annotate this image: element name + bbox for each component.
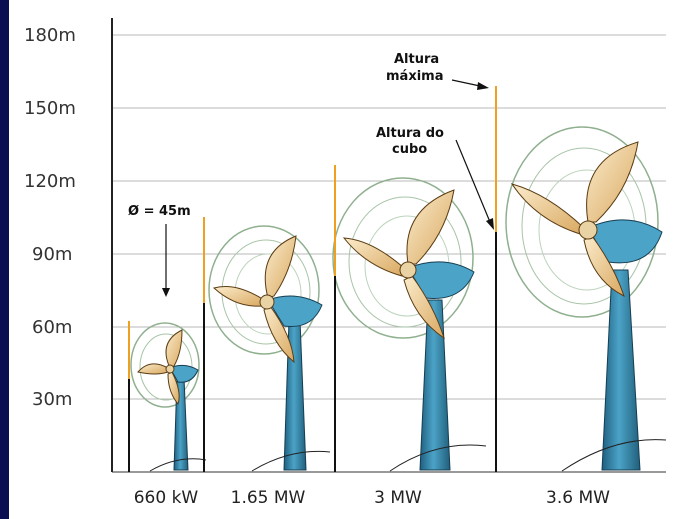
- ground-curve: [561, 439, 667, 472]
- turbine-tower: [601, 269, 641, 471]
- turbine-blade: [406, 189, 455, 265]
- tick-label-60: 60m: [32, 317, 72, 338]
- turbine-hub: [578, 220, 598, 240]
- max-height-label-line2: máxima: [386, 69, 443, 84]
- turbine-blade: [165, 329, 183, 369]
- turbine-hub: [259, 294, 275, 310]
- turbine-blade: [263, 305, 295, 364]
- ground-curve: [389, 444, 487, 472]
- turbine-blade: [264, 235, 297, 299]
- max-height-label-line1: Altura: [394, 52, 439, 67]
- turbine-660kw: [130, 322, 207, 472]
- tick-label-120: 120m: [24, 171, 76, 192]
- left-border-strip: [0, 0, 9, 519]
- turbine-blade: [510, 183, 585, 235]
- turbine-blade: [167, 371, 180, 406]
- diameter-arrowhead: [162, 288, 170, 297]
- rotor-swept-ring: [348, 196, 462, 328]
- tick-label-30: 30m: [32, 389, 72, 410]
- turbine-hub: [165, 364, 175, 374]
- turbine-nacelle: [169, 364, 199, 383]
- caption-1-65mw: 1.65 MW: [231, 488, 306, 508]
- turbine-nacelle: [587, 219, 663, 264]
- turbine-tower: [419, 299, 451, 471]
- caption-3-6mw: 3.6 MW: [546, 488, 610, 508]
- hub-height-arrowhead: [486, 218, 494, 230]
- turbine-blade: [212, 286, 265, 307]
- hub-height-label-line1: Altura do: [376, 126, 444, 141]
- hub-height-arrow-line: [455, 139, 491, 223]
- height-markers: [128, 86, 497, 472]
- annotations: Ø = 45m Altura máxima Altura do cubo: [128, 52, 494, 297]
- hub-height-label-line2: cubo: [392, 142, 427, 157]
- turbine-nacelle: [267, 295, 323, 328]
- rotor-swept-ring: [208, 225, 320, 355]
- tick-label-180: 180m: [24, 25, 76, 46]
- turbine-hub: [399, 261, 417, 279]
- turbine-captions: 660 kW 1.65 MW 3 MW 3.6 MW: [134, 488, 610, 508]
- ground-curve: [251, 450, 331, 472]
- max-height-arrowhead: [477, 82, 489, 90]
- turbine-3-6mw: [505, 126, 667, 472]
- turbine-3mw: [332, 177, 487, 472]
- y-tick-labels: 30m 60m 90m 120m 150m 180m: [24, 25, 76, 410]
- turbine-blade: [403, 275, 445, 340]
- diameter-label: Ø = 45m: [128, 204, 191, 219]
- turbine-blade: [583, 235, 625, 297]
- caption-660kw: 660 kW: [134, 488, 199, 508]
- turbine-blade: [137, 363, 169, 375]
- turbine-blade: [586, 141, 639, 223]
- rotor-swept-ring: [332, 177, 474, 339]
- ground-curve: [149, 458, 207, 472]
- turbine-blade: [342, 237, 405, 277]
- turbine-nacelle: [407, 261, 475, 299]
- max-height-arrow-line: [451, 79, 481, 87]
- tick-label-150: 150m: [24, 98, 76, 119]
- rotor-swept-ring: [505, 126, 659, 318]
- turbine-1-65mw: [208, 225, 331, 472]
- tick-label-90: 90m: [32, 244, 72, 265]
- rotor-swept-ring: [130, 322, 200, 408]
- caption-3mw: 3 MW: [374, 488, 422, 508]
